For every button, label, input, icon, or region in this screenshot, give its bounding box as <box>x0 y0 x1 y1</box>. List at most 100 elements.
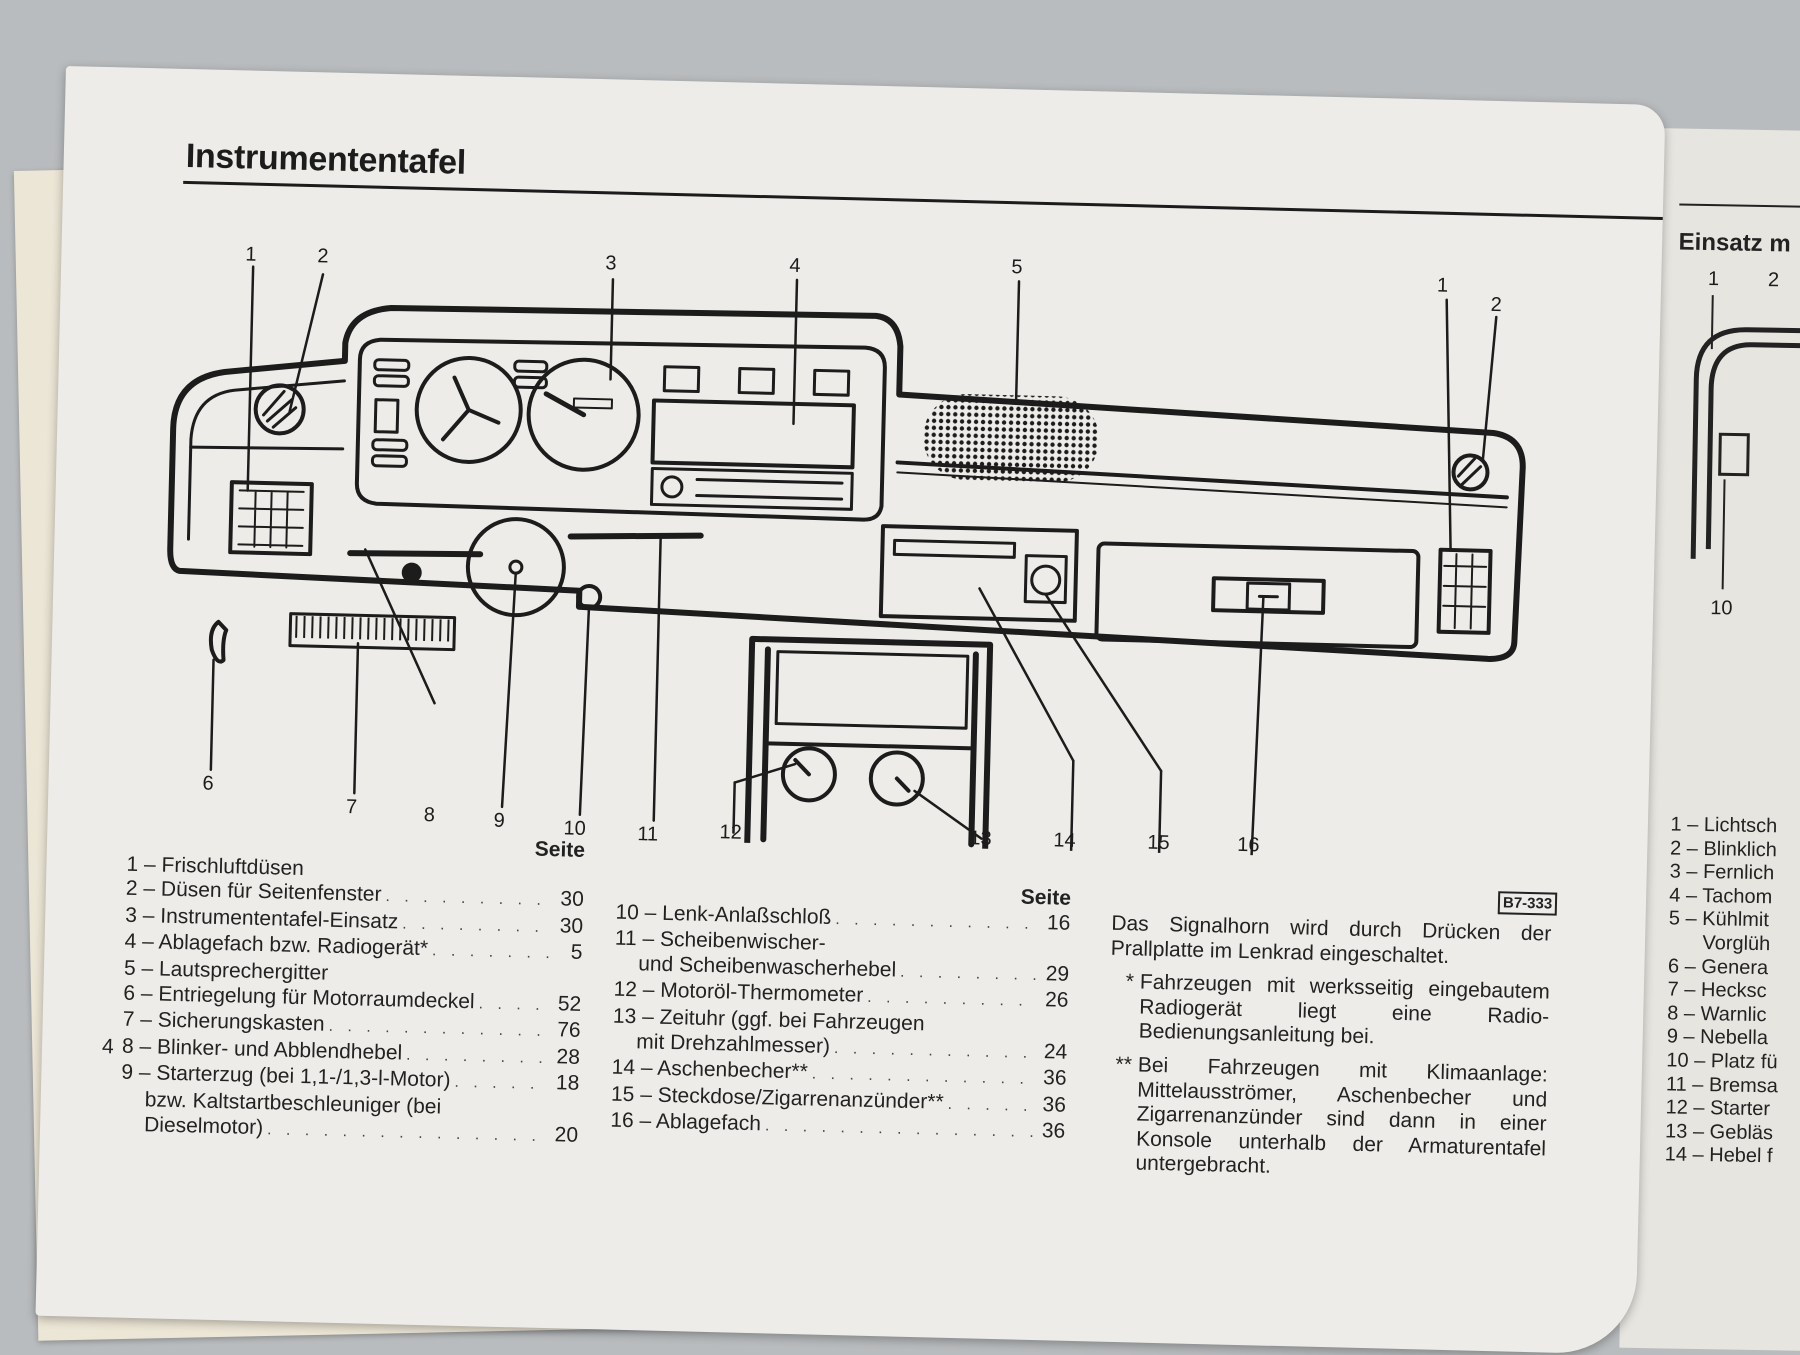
leader-dots: . . . . . . . . . . . . . . . . . . . . … <box>406 1043 548 1071</box>
legend-label: Dieselmotor) <box>120 1112 264 1140</box>
legend-label: 2 – Düsen für Seitenfenster <box>126 877 382 908</box>
leader-dots: . . . . . . . . . . . . . . . . . . . . … <box>947 1093 1034 1120</box>
leader-dots: . . . . . . . . . . . . . . . . . . . . … <box>402 912 551 940</box>
legend-label: 14 – Aschenbecher** <box>611 1056 808 1085</box>
legend-page-number: 76 <box>552 1018 581 1043</box>
dashboard-diagram: 1 2 3 4 5 6 7 8 9 10 11 12 13 14 15 16 1… <box>143 188 1578 863</box>
legend-page-number: 29 <box>1041 962 1070 987</box>
switch-blank <box>739 369 774 394</box>
next-legend-item: 5 – Kühlmit <box>1669 908 1781 934</box>
starter-knob <box>403 563 421 581</box>
next-switch <box>1720 434 1749 474</box>
footnote-mark: * <box>1108 970 1134 1053</box>
legend-page-number: 36 <box>1037 1119 1066 1144</box>
legend-page-number: 30 <box>555 914 584 939</box>
callout-5: 5 <box>1011 256 1023 278</box>
warning-lamp <box>375 360 409 371</box>
callout-16: 16 <box>1237 834 1260 857</box>
callout-8: 8 <box>424 804 436 826</box>
speaker-grille <box>922 393 1100 483</box>
radio-compartment <box>652 400 853 467</box>
leader-dots: . . . . . . . . . . . . . . . . . . . . … <box>900 960 1038 988</box>
legend-page-number: 24 <box>1039 1040 1068 1065</box>
callout-12: 12 <box>719 821 742 844</box>
light-switch <box>375 400 398 433</box>
horn-note: Das Signalhorn wird durch Drücken der Pr… <box>1110 912 1551 972</box>
legend-right: Seite 10 – Lenk-Anlaßschloß. . . . . . .… <box>610 876 1071 1147</box>
footnote-text: Bei Fahrzeugen mit Klimaanlage: Mittelau… <box>1135 1053 1548 1186</box>
warning-lamp <box>374 376 408 387</box>
warning-lamp <box>373 440 407 451</box>
next-cluster-outline <box>1693 329 1800 562</box>
legend-page-number: 18 <box>551 1072 580 1097</box>
indicator-stalk <box>350 551 480 556</box>
leader-dots: . . . . . . . . . . . . . . . . . . . . … <box>432 940 551 967</box>
fuse-box <box>290 614 455 650</box>
next-legend-item: 11 – Bremsa <box>1666 1073 1778 1099</box>
next-legend-item: 14 – Hebel f <box>1665 1144 1777 1170</box>
legend-label: 7 – Sicherungskasten <box>122 1008 325 1038</box>
next-callout-1: 1 <box>1708 268 1720 290</box>
legend-page-number: 20 <box>550 1123 579 1148</box>
footnote-mark: ** <box>1105 1053 1132 1186</box>
warning-lamp <box>372 456 406 467</box>
next-legend-item: 13 – Gebläs <box>1665 1120 1777 1146</box>
manual-page: Instrumententafel <box>35 66 1665 1355</box>
callout-13: 13 <box>969 827 992 850</box>
footnote-text: Fahrzeugen mit werksseitig eingebautem R… <box>1138 971 1550 1055</box>
leader-dots: . . . . . . . . . . . . . . . . . . . . … <box>385 885 552 914</box>
callout-10: 10 <box>563 817 586 840</box>
next-legend-item: 3 – Fernlich <box>1669 861 1781 887</box>
next-legend-item: 8 – Warnlic <box>1667 1002 1779 1028</box>
legend-page-number: 5 <box>554 941 583 966</box>
page-number: 4 <box>102 1035 114 1059</box>
next-legend-item: 2 – Blinklich <box>1670 837 1782 863</box>
legend-page-number: 28 <box>552 1045 581 1070</box>
callout-1: 1 <box>245 243 257 265</box>
next-legend-item: 7 – Hecksc <box>1667 979 1779 1005</box>
legend-page-number: 30 <box>555 887 584 912</box>
wiper-stalk <box>571 532 701 539</box>
page-title: Instrumententafel <box>185 137 466 183</box>
legend-label: mit Drehzahlmesser) <box>612 1029 830 1059</box>
legend-label: 3 – Instrumententafel-Einsatz <box>125 903 399 934</box>
callout-15: 15 <box>1147 832 1170 855</box>
next-legend-item: Vorglüh <box>1668 931 1780 957</box>
steering-hub <box>467 518 565 616</box>
left-trim <box>191 445 343 451</box>
next-legend-item: 9 – Nebella <box>1667 1026 1779 1052</box>
next-page-title: Einsatz m <box>1678 229 1791 259</box>
hood-release <box>210 622 226 662</box>
callout-2-right: 2 <box>1490 294 1502 316</box>
legend-page-number: 16 <box>1042 911 1071 936</box>
footnote: ** Bei Fahrzeugen mit Klimaanlage: Mitte… <box>1105 1053 1548 1196</box>
next-legend-item: 4 – Tachom <box>1669 884 1781 910</box>
legend-page-number: 26 <box>1040 988 1069 1013</box>
legend-page-number: 36 <box>1038 1066 1067 1091</box>
storage-tray <box>1096 543 1418 647</box>
next-callout-10: 10 <box>1710 597 1733 619</box>
callout-4: 4 <box>789 255 801 277</box>
leader-dots: . . . . . . . . . . . . . . . . . . . . … <box>267 1118 546 1149</box>
next-legend-item: 1 – Lichtsch <box>1670 813 1782 839</box>
legend-page-number: 36 <box>1038 1093 1067 1118</box>
switch-blank <box>664 367 699 392</box>
next-page-legend: 1 – Lichtsch 2 – Blinklich 3 – Fernlich … <box>1665 813 1783 1169</box>
next-page-diagram: 1 2 10 <box>1660 258 1800 762</box>
instrument-cluster <box>356 335 885 520</box>
leader-dots: . . . . . . . . . . . . . . . . . . . . … <box>835 908 1039 938</box>
callout-3: 3 <box>605 252 617 274</box>
warning-lamp <box>515 361 547 372</box>
callout-9: 9 <box>493 810 505 832</box>
leader-dots: . . . . . . . . . . . . . . . . . . . . … <box>834 1037 1036 1067</box>
legend-label: 16 – Ablagefach <box>610 1109 761 1137</box>
next-legend-item: 10 – Platz fü <box>1666 1049 1778 1075</box>
next-page-rule <box>1679 204 1800 210</box>
air-vent-right <box>1439 550 1491 633</box>
warning-lamp <box>514 377 546 388</box>
callout-2: 2 <box>317 245 329 267</box>
callout-7: 7 <box>346 796 358 818</box>
leader-dots: . . . . . . . . . . . . . . . . . . . . … <box>454 1071 547 1098</box>
leader-lines <box>209 262 1497 863</box>
